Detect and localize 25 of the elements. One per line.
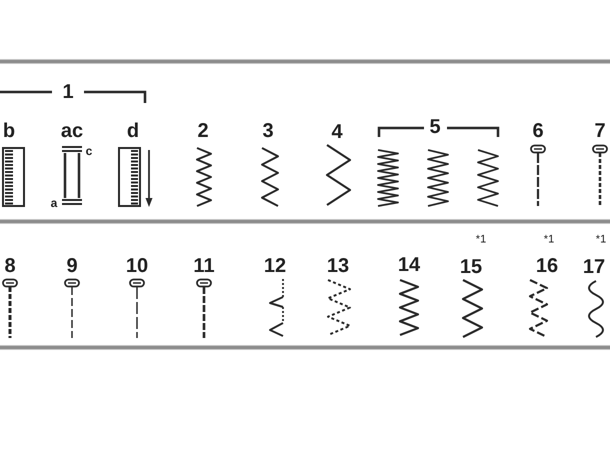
stitch-number: 16	[536, 256, 558, 276]
stitch-number: 11	[193, 256, 215, 276]
stitch-number: 8	[4, 256, 16, 276]
stitch-number: 10	[126, 256, 148, 276]
stitch-number: 9	[66, 256, 78, 276]
stitch-number: 17	[582, 257, 606, 277]
stitch-number: 13	[326, 256, 350, 276]
stitch-number: 15	[460, 257, 482, 277]
stitch-number: 6	[532, 121, 544, 141]
stitch-number: 3	[262, 121, 274, 141]
footnote-mark: *1	[544, 234, 554, 246]
stitch-number: 12	[264, 256, 286, 276]
stitch-letter: ac	[60, 121, 84, 141]
footnote-mark: *1	[476, 234, 486, 246]
stitch-letter: b	[2, 121, 16, 141]
step-letter: a	[50, 197, 58, 209]
stitch-number: 7	[594, 121, 606, 141]
stitch-number: 2	[197, 121, 209, 141]
stitch-number: 4	[331, 122, 343, 142]
stitch-number: 5	[429, 117, 441, 137]
stitch-letter: d	[126, 121, 140, 141]
footnote-mark: *1	[596, 234, 606, 246]
stitch-number: 14	[398, 255, 420, 275]
stitch-number: 1	[62, 82, 74, 102]
step-letter: c	[86, 145, 92, 157]
